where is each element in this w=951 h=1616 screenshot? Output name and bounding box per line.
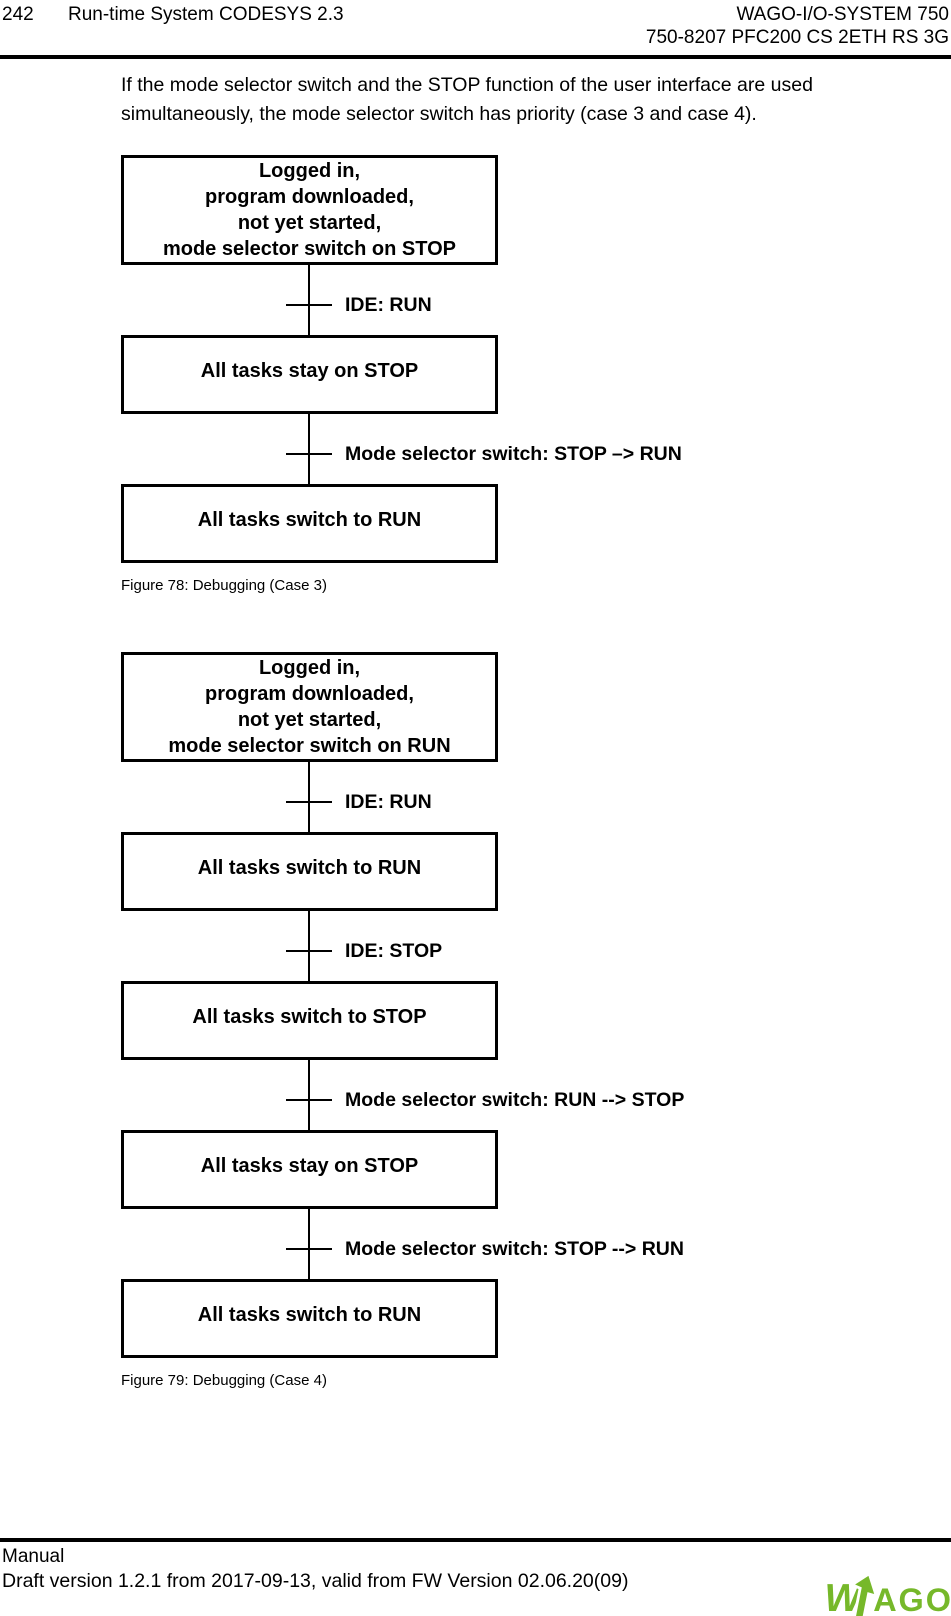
transition-connector: IDE: STOP — [121, 911, 498, 981]
state-line: Logged in, — [258, 657, 361, 679]
header-rule — [0, 55, 951, 59]
connector-line — [308, 1209, 310, 1279]
header-left: 242 Run-time System CODESYS 2.3 — [2, 3, 344, 49]
transition-label: IDE: RUN — [345, 294, 432, 316]
state-line: All tasks switch to RUN — [197, 857, 422, 879]
state-box: All tasks switch to RUN — [121, 832, 498, 911]
transition-tick — [286, 1248, 332, 1250]
figure-78-caption: Figure 78: Debugging (Case 3) — [121, 577, 327, 594]
state-line: All tasks switch to RUN — [197, 1304, 422, 1326]
connector-line — [308, 911, 310, 981]
state-line: All tasks switch to RUN — [197, 509, 422, 531]
state-line: Logged in, — [258, 160, 361, 182]
transition-connector: Mode selector switch: STOP –> RUN — [121, 414, 682, 484]
connector-line — [308, 414, 310, 484]
system-name: WAGO-I/O-SYSTEM 750 — [736, 4, 949, 25]
figure-79-caption: Figure 79: Debugging (Case 4) — [121, 1372, 327, 1389]
device-name: 750-8207 PFC200 CS 2ETH RS 3G — [645, 27, 949, 48]
state-line: mode selector switch on RUN — [168, 735, 451, 757]
intro-paragraph: If the mode selector switch and the STOP… — [121, 71, 813, 129]
state-box: All tasks stay on STOP — [121, 335, 498, 414]
footer-doc-type: Manual — [2, 1546, 65, 1567]
connector-line — [308, 1060, 310, 1130]
figure-79: Logged in, program downloaded, not yet s… — [121, 652, 684, 1390]
state-line: program downloaded, — [205, 683, 414, 705]
state-box: All tasks switch to RUN — [121, 1279, 498, 1358]
state-line: All tasks stay on STOP — [200, 1155, 419, 1177]
state-line: not yet started, — [237, 709, 382, 731]
state-line: not yet started, — [237, 212, 382, 234]
connector-line — [308, 762, 310, 832]
chapter-title: Run-time System CODESYS 2.3 — [68, 4, 344, 25]
state-line: program downloaded, — [205, 186, 414, 208]
footer-rule — [0, 1538, 951, 1542]
state-line: All tasks stay on STOP — [200, 360, 419, 382]
wago-logo-arrow-icon — [855, 1575, 875, 1616]
figure-78: Logged in, program downloaded, not yet s… — [121, 155, 682, 595]
transition-connector: IDE: RUN — [121, 762, 498, 832]
page-number: 242 — [2, 4, 34, 25]
state-line: All tasks switch to STOP — [192, 1006, 427, 1028]
transition-connector: IDE: RUN — [121, 265, 498, 335]
intro-line-1: If the mode selector switch and the STOP… — [121, 74, 813, 96]
transition-connector: Mode selector switch: STOP --> RUN — [121, 1209, 684, 1279]
intro-line-2: simultaneously, the mode selector switch… — [121, 103, 757, 125]
transition-label: Mode selector switch: RUN --> STOP — [345, 1089, 685, 1111]
transition-connector: Mode selector switch: RUN --> STOP — [121, 1060, 684, 1130]
wago-logo-letters-ago: AGO — [873, 1582, 951, 1616]
transition-label: IDE: STOP — [345, 940, 443, 962]
transition-label: Mode selector switch: STOP –> RUN — [345, 443, 682, 465]
transition-tick — [286, 453, 332, 455]
connector-line — [308, 265, 310, 335]
transition-tick — [286, 950, 332, 952]
transition-tick — [286, 1099, 332, 1101]
state-line: mode selector switch on STOP — [162, 238, 457, 260]
state-box: All tasks switch to RUN — [121, 484, 498, 563]
transition-tick — [286, 801, 332, 803]
transition-tick — [286, 304, 332, 306]
state-box-initial: Logged in, program downloaded, not yet s… — [121, 652, 498, 762]
transition-label: Mode selector switch: STOP --> RUN — [345, 1238, 684, 1260]
state-box-initial: Logged in, program downloaded, not yet s… — [121, 155, 498, 265]
wago-logo-icon: W AGO — [826, 1574, 951, 1616]
header-right: WAGO-I/O-SYSTEM 750 750-8207 PFC200 CS 2… — [646, 3, 949, 49]
transition-label: IDE: RUN — [345, 791, 432, 813]
footer-version-info: Draft version 1.2.1 from 2017-09-13, val… — [2, 1570, 629, 1592]
state-box: All tasks stay on STOP — [121, 1130, 498, 1209]
state-box: All tasks switch to STOP — [121, 981, 498, 1060]
page-header: 242 Run-time System CODESYS 2.3 WAGO-I/O-… — [2, 3, 949, 49]
